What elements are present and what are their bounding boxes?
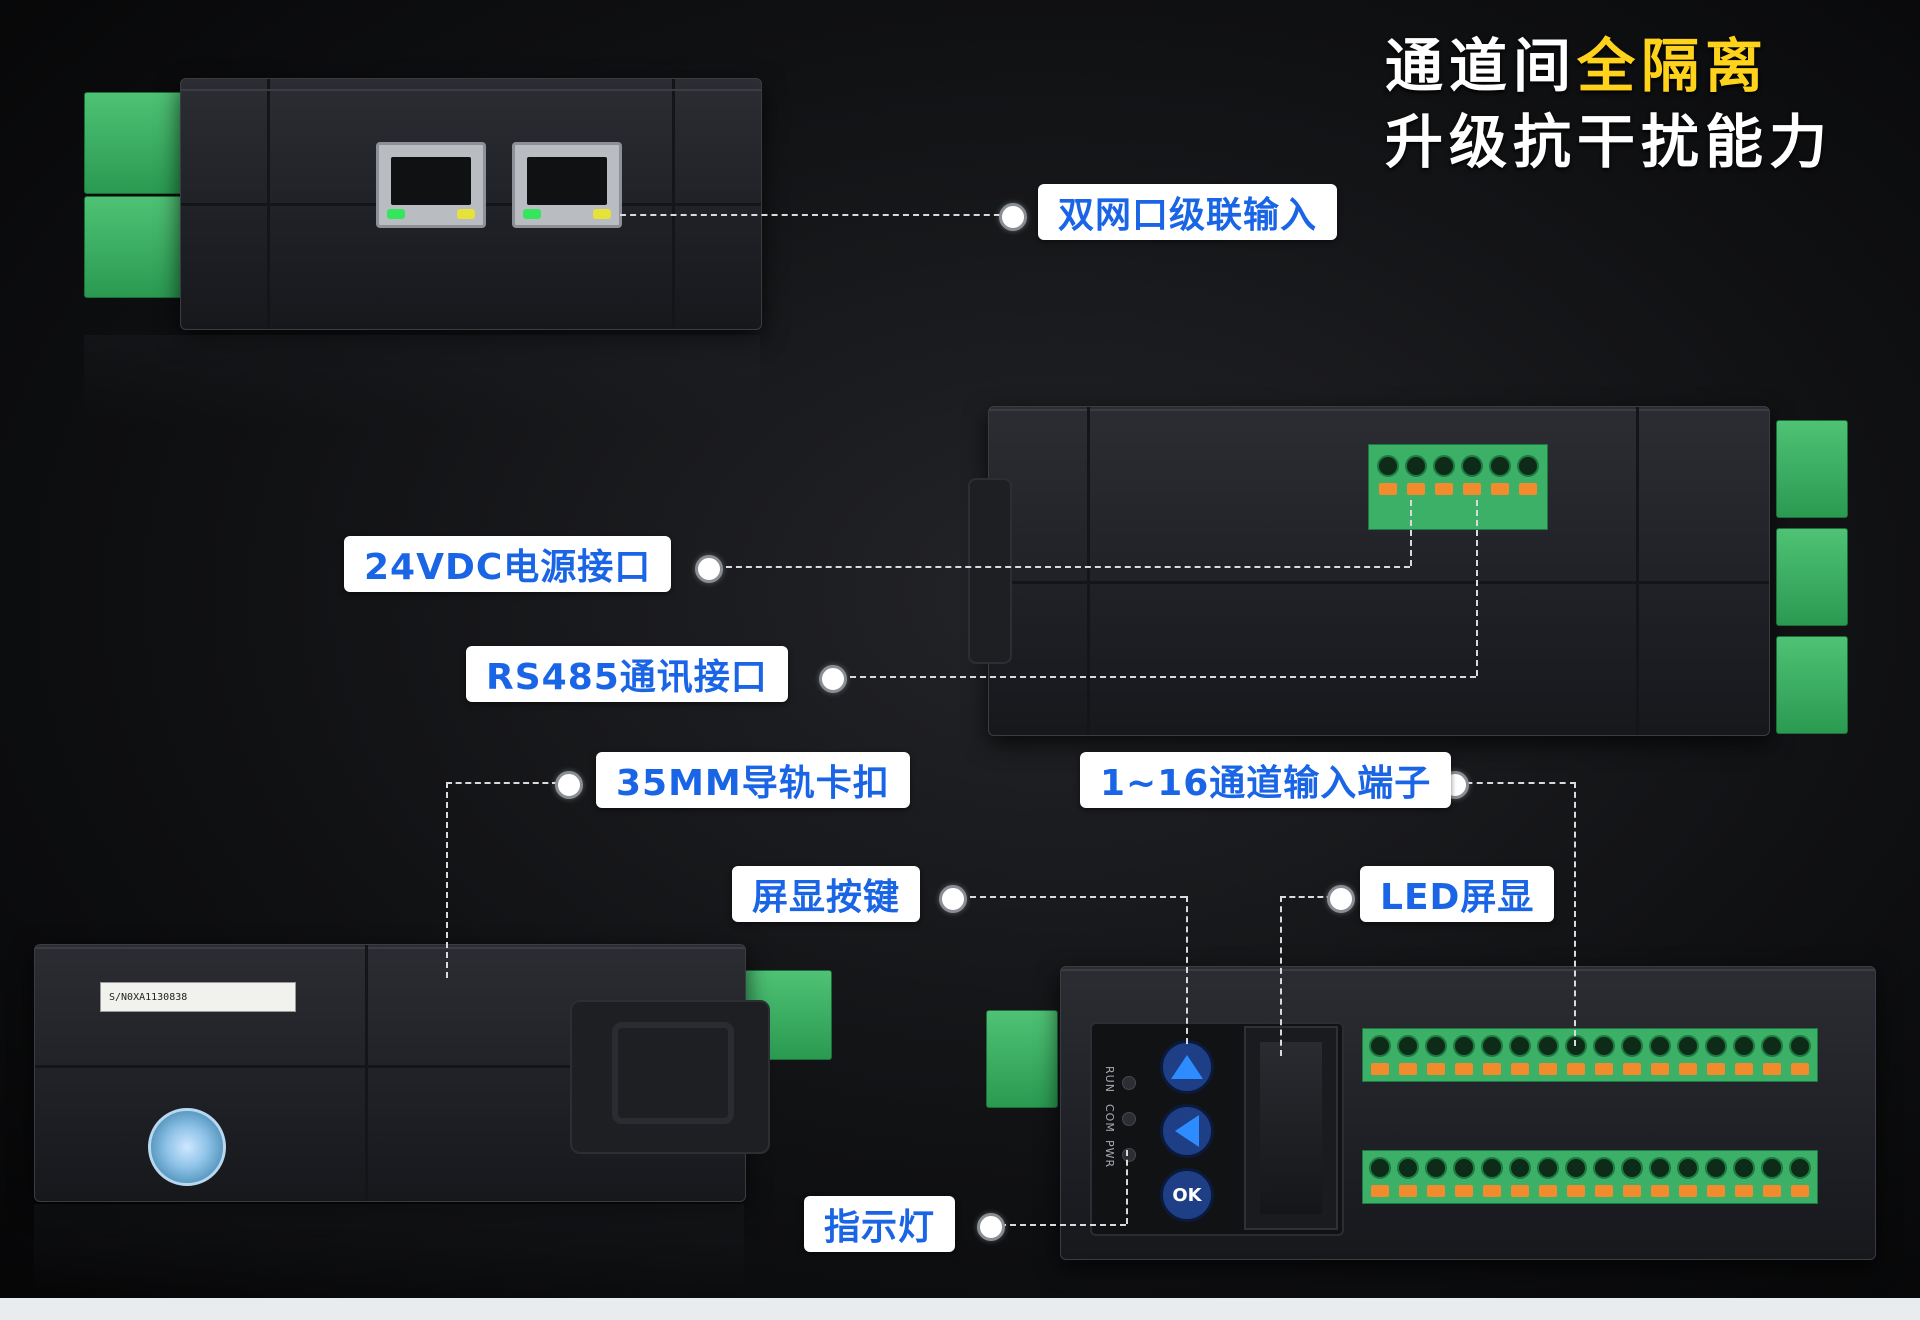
callout-led-display: LED屏显 xyxy=(1360,866,1555,922)
dot-indicator xyxy=(977,1213,1005,1241)
callout-display-buttons: 屏显按键 xyxy=(732,866,921,922)
hologram-seal xyxy=(148,1108,226,1186)
dot-display xyxy=(1327,885,1355,913)
dot-buttons xyxy=(939,885,967,913)
leader-display-v xyxy=(1280,896,1282,1056)
leader-buttons-v xyxy=(1186,896,1188,1044)
din-clip-side xyxy=(968,478,1012,664)
input-terminal-row-1 xyxy=(1362,1028,1818,1082)
serial-label: S/N0XA1130838 xyxy=(100,982,296,1012)
dot-rs485 xyxy=(819,665,847,693)
dot-power xyxy=(695,555,723,583)
callout-ethernet: 双网口级联输入 xyxy=(1038,184,1338,240)
ethernet-port-2 xyxy=(512,142,622,228)
callout-indicator: 指示灯 xyxy=(804,1196,956,1252)
leader-buttons xyxy=(960,896,1186,898)
leader-power xyxy=(716,566,1410,568)
headline-line-1: 通道间全隔离 xyxy=(1385,28,1833,104)
led-label-run: RUN xyxy=(1103,1066,1116,1093)
leader-indicator-v xyxy=(1126,1150,1128,1224)
leader-inputs xyxy=(1456,782,1576,784)
ok-button-label: OK xyxy=(1172,1184,1202,1206)
side-terminal-block xyxy=(1776,528,1848,626)
dot-din xyxy=(555,771,583,799)
headline-prefix: 通道间 xyxy=(1385,32,1578,100)
led-label-pwr: PWR xyxy=(1103,1140,1116,1169)
input-terminal-row-2 xyxy=(1362,1150,1818,1204)
up-arrow-icon xyxy=(1171,1055,1203,1079)
power-rs485-terminal xyxy=(1368,444,1548,530)
callout-din-rail: 35MM导轨卡扣 xyxy=(596,752,910,808)
headline-highlight: 全隔离 xyxy=(1577,32,1770,100)
side-terminal-block xyxy=(1776,420,1848,518)
led-label-com: COM xyxy=(1103,1104,1116,1133)
led-run xyxy=(1122,1076,1136,1090)
up-button[interactable] xyxy=(1160,1040,1214,1094)
dot-ethernet xyxy=(999,203,1027,231)
headline-line-2: 升级抗干扰能力 xyxy=(1385,108,1834,176)
side-terminal-block xyxy=(84,92,186,194)
leader-din xyxy=(446,782,558,784)
led-display xyxy=(1244,1026,1338,1230)
headline: 通道间全隔离 升级抗干扰能力 xyxy=(1385,28,1833,180)
ethernet-port-1 xyxy=(376,142,486,228)
leader-display xyxy=(1280,896,1342,898)
leader-din-v xyxy=(446,782,448,978)
side-terminal-block xyxy=(1776,636,1848,734)
leader-rs485-v xyxy=(1476,500,1478,676)
bottom-strip xyxy=(0,1298,1920,1320)
side-terminal-block xyxy=(84,196,186,298)
leader-ethernet xyxy=(620,214,1010,216)
leader-indicator xyxy=(990,1224,1126,1226)
led-com xyxy=(1122,1112,1136,1126)
ok-button[interactable]: OK xyxy=(1160,1168,1214,1222)
left-button[interactable] xyxy=(1160,1104,1214,1158)
callout-power: 24VDC电源接口 xyxy=(344,536,672,592)
callout-rs485: RS485通讯接口 xyxy=(466,646,788,702)
callout-input-terminals: 1~16通道输入端子 xyxy=(1080,752,1452,808)
leader-rs485 xyxy=(840,676,1476,678)
din-rail-clip xyxy=(570,1000,770,1154)
side-terminal-block xyxy=(986,1010,1058,1108)
left-arrow-icon xyxy=(1175,1115,1199,1147)
led-pwr xyxy=(1122,1148,1136,1162)
leader-inputs-v xyxy=(1574,782,1576,1046)
leader-power-v xyxy=(1410,500,1412,566)
